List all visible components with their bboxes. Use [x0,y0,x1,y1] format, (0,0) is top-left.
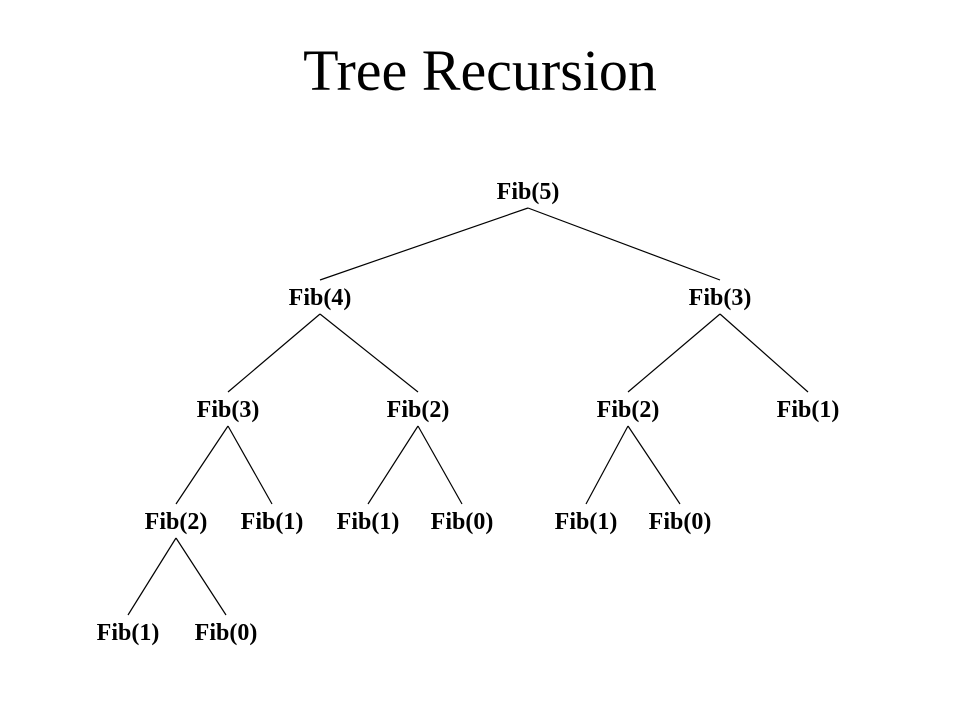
tree-edge-n5-n11 [585,425,629,505]
tree-edge-n5-n12 [627,425,681,505]
tree-node-n13: Fib(1) [97,620,160,646]
slide-title: Tree Recursion [303,38,657,103]
tree-node-n8: Fib(1) [241,509,304,535]
tree-node-n6: Fib(1) [777,397,840,423]
tree-edge-n4-n9 [367,425,419,505]
tree-node-n11: Fib(1) [555,509,618,535]
tree-edge-n2-n5 [627,313,721,393]
tree-edge-n0-n2 [527,207,721,281]
tree-node-n7: Fib(2) [145,509,208,535]
tree-node-n5: Fib(2) [597,397,660,423]
tree-edge-n3-n7 [175,425,229,505]
tree-node-n2: Fib(3) [689,285,752,311]
tree-nodes: Fib(5) Fib(4) Fib(3) Fib(3) Fib(2) Fib(2) Fib(… [97,179,840,646]
tree-edge-n7-n13 [127,537,177,616]
tree-node-n0: Fib(5) [497,179,560,205]
tree-node-n12: Fib(0) [649,509,712,535]
tree-node-n10: Fib(0) [431,509,494,535]
tree-node-n1: Fib(4) [289,285,352,311]
tree-node-n4: Fib(2) [387,397,450,423]
tree-node-n14: Fib(0) [195,620,258,646]
tree-edge-n0-n1 [319,207,529,281]
tree-edges [127,207,809,616]
tree-edge-n1-n4 [319,313,419,393]
tree-edge-n1-n3 [227,313,321,393]
tree-node-n3: Fib(3) [197,397,260,423]
tree-edge-n3-n8 [227,425,273,505]
tree-edge-n2-n6 [719,313,809,393]
tree-edge-n4-n10 [417,425,463,505]
tree-node-n9: Fib(1) [337,509,400,535]
tree-edge-n7-n14 [175,537,227,616]
